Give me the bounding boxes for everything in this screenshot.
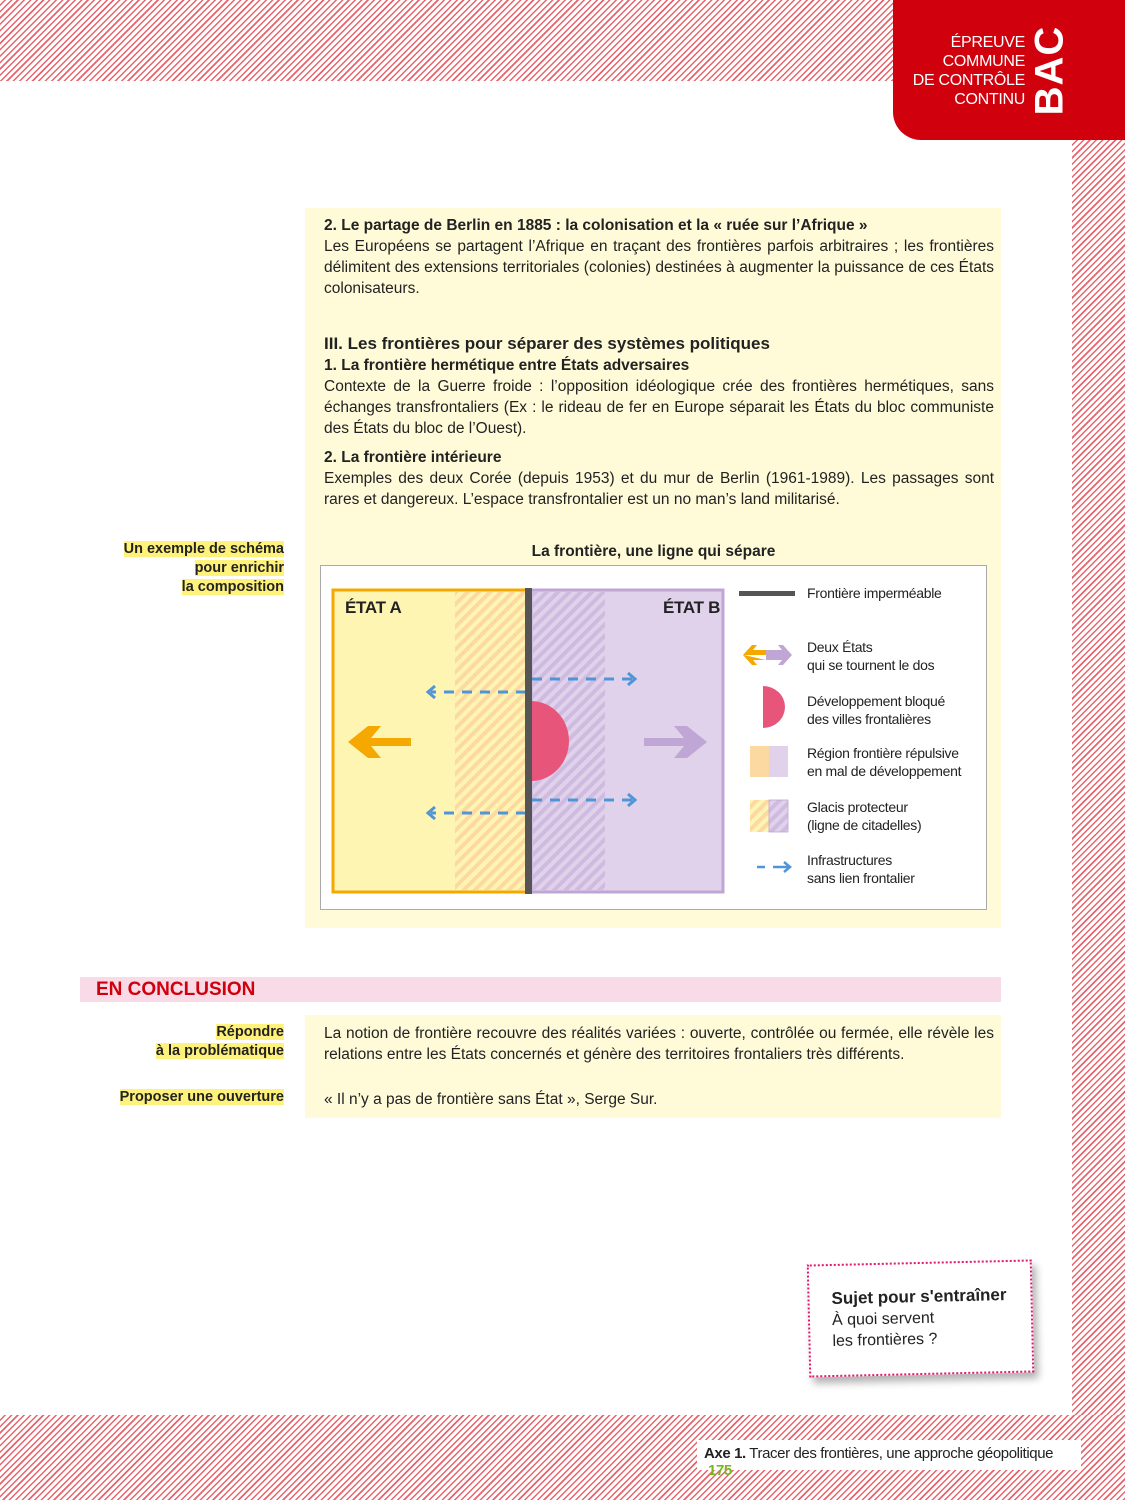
sub2-body: Exemples des deux Corée (depuis 1953) et… xyxy=(324,470,994,508)
conclusion-quote: « Il n’y a pas de frontière sans État »,… xyxy=(324,1091,658,1108)
legend-item: Glacis protecteur(ligne de citadelles) xyxy=(807,799,922,833)
conclusion-answer: La notion de frontière recouvre des réal… xyxy=(324,1025,994,1063)
diagram-graphic xyxy=(331,588,795,894)
state-a-arrow xyxy=(348,726,411,758)
infrastructure-arrows xyxy=(425,671,638,821)
legend-item: Frontière imperméable xyxy=(807,585,942,601)
impermeable-border xyxy=(525,588,532,894)
footer-axis: Axe 1. xyxy=(704,1445,746,1462)
conclusion-box xyxy=(305,1015,1001,1118)
sub2-title: 2. La frontière intérieure xyxy=(324,449,502,466)
state-b-arrow xyxy=(644,726,707,758)
conclusion-header: EN CONCLUSION xyxy=(80,977,1001,1002)
legend-region-icon xyxy=(750,746,769,777)
legend-arrows-icon xyxy=(743,645,766,665)
bac-label: BAC xyxy=(1027,25,1072,115)
legend-infra-icon xyxy=(757,861,792,873)
glacis-a xyxy=(455,592,527,890)
side-note-opening: Proposer une ouverture xyxy=(119,1089,284,1105)
part-three: III. Les frontières pour séparer des sys… xyxy=(324,333,994,510)
diagram-title: La frontière, une ligne qui sépare xyxy=(531,543,776,560)
bac-badge: ÉPREUVE COMMUNE DE CONTRÔLE CONTINU xyxy=(893,0,1125,140)
part-title: III. Les frontières pour séparer des sys… xyxy=(324,334,770,353)
practice-subject-card: Sujet pour s'entraîner À quoi servent le… xyxy=(806,1259,1035,1378)
sub1-title: 1. La frontière hermétique entre États a… xyxy=(324,357,690,374)
section-title: 2. Le partage de Berlin en 1885 : la col… xyxy=(324,217,868,234)
hatch-right xyxy=(1072,0,1125,1500)
state-b-label: ÉTAT B xyxy=(663,598,721,617)
section-body: Les Européens se partagent l’Afrique en … xyxy=(324,238,994,297)
page-number: 175 xyxy=(708,1462,732,1479)
sub1-body: Contexte de la Guerre froide : l’opposit… xyxy=(324,378,994,437)
section-colonisation: 2. Le partage de Berlin en 1885 : la col… xyxy=(324,215,994,299)
state-a-label: ÉTAT A xyxy=(345,598,402,617)
practice-title: Sujet pour s'entraîner xyxy=(831,1285,1007,1309)
legend-border-icon xyxy=(739,591,795,596)
legend-glacis-icon xyxy=(750,800,769,832)
badge-text: ÉPREUVE COMMUNE DE CONTRÔLE CONTINU xyxy=(912,34,1026,108)
side-note-answer: Répondre à la problématique xyxy=(155,1024,284,1059)
footer-title: Tracer des frontières, une approche géop… xyxy=(749,1445,1054,1462)
page-footer: Axe 1. Tracer des frontières, une approc… xyxy=(697,1440,1081,1479)
legend-half-disc-icon xyxy=(763,686,785,728)
border-diagram: ÉTAT A ÉTAT B Frontière imperméable Deux… xyxy=(320,565,987,910)
side-note-schema: Un exemple de schéma pour enrichir la co… xyxy=(123,541,284,595)
blocked-city-half-disc xyxy=(531,701,569,781)
